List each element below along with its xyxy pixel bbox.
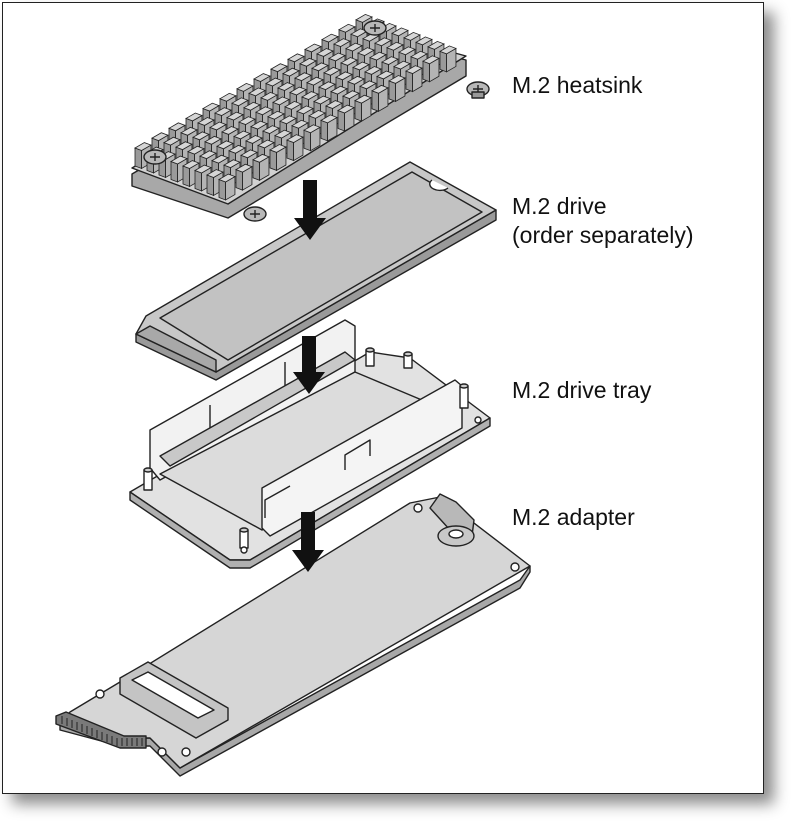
adapter-hole: [181, 747, 191, 757]
arrow-heatsink-to-drive: [294, 180, 326, 240]
arrow-tray-to-adapter: [292, 512, 324, 572]
m2-heatsink: [131, 13, 490, 222]
m2-adapter: [55, 493, 531, 777]
assembly-arrows: [292, 180, 326, 572]
drive-connector-fingers: [135, 325, 217, 373]
label-heatsink: M.2 heatsink: [512, 72, 643, 98]
drive-screw-notch: [429, 179, 449, 192]
label-drive-note: (order separately): [512, 222, 694, 248]
adapter-edge-connector: [55, 711, 147, 749]
adapter-hole: [413, 503, 423, 513]
tray-base-edge: [129, 417, 491, 569]
arrow-drive-to-tray: [293, 336, 325, 394]
drive-label-area: [159, 171, 483, 361]
label-adapter: M.2 adapter: [512, 504, 635, 530]
m2-drive: [135, 161, 497, 381]
heatsink-fins: [134, 13, 457, 201]
label-tray: M.2 drive tray: [512, 377, 652, 403]
adapter-hole: [510, 562, 520, 572]
adapter-m2-socket-slot: [131, 671, 215, 719]
label-drive: M.2 drive: [512, 193, 607, 219]
adapter-hole: [157, 747, 167, 757]
adapter-hole: [95, 689, 105, 699]
connector-pins: [61, 716, 143, 746]
heatsink-screws: [143, 20, 490, 222]
adapter-standoff: [429, 493, 475, 547]
